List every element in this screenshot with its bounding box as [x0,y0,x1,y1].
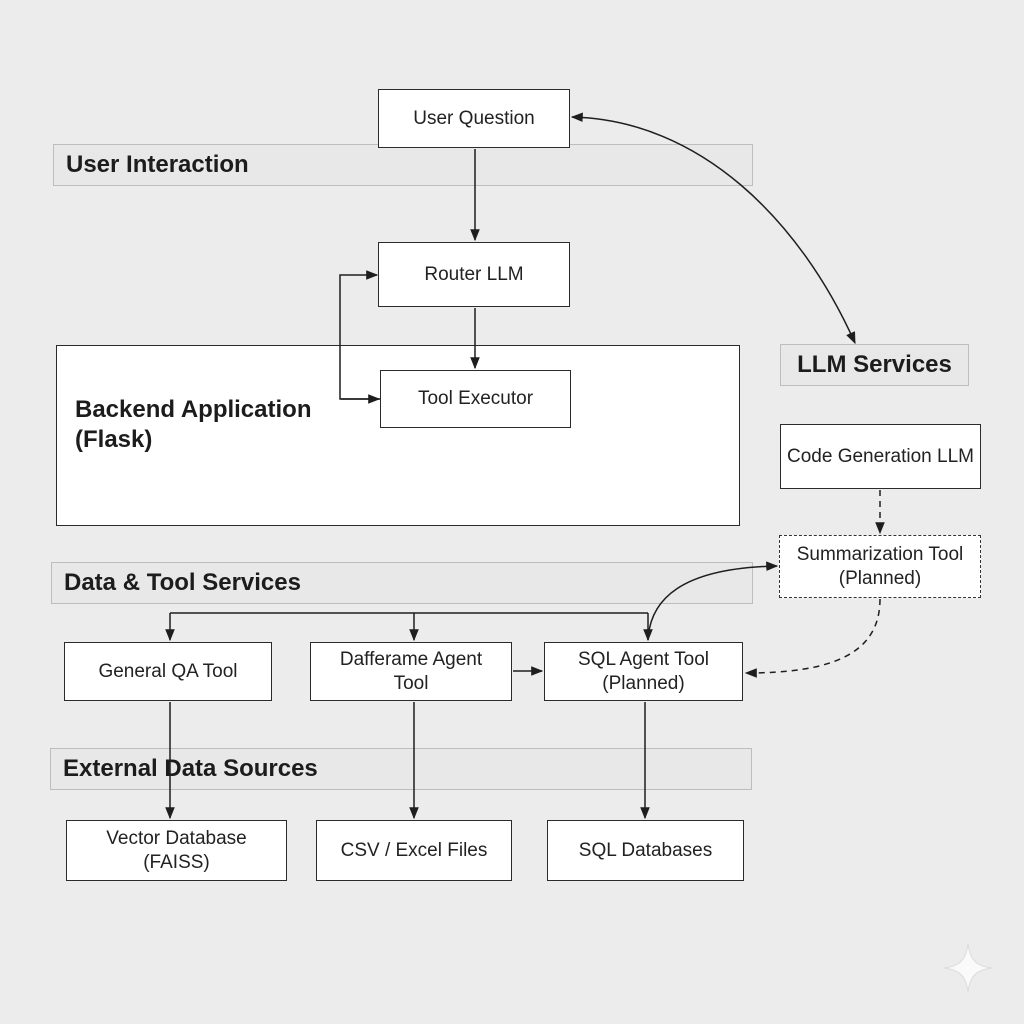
router-llm-label: Router LLM [424,263,524,285]
dataframe-agent-label-line2: Tool [393,672,429,694]
arrow-sql-agent-to-summarization [647,561,779,641]
vector-database-label: Vector Database (FAISS) [106,827,247,873]
backend-application-title: Backend Application (Flask) [75,395,311,455]
sql-databases-label: SQL Databases [578,839,713,861]
general-qa-tool-node[interactable]: General QA Tool [64,642,272,701]
layer-data-tool-services: Data & Tool Services [51,562,753,604]
sql-agent-label-line1: SQL Agent Tool [578,648,709,670]
sparkle-icon [943,943,993,993]
dataframe-agent-tool-node[interactable]: Dafferame Agent Tool [310,642,512,701]
layer-external-data-sources: External Data Sources [50,748,752,790]
arrow-summarization-to-sql-agent [744,598,881,678]
layer-llm-services: LLM Services [780,344,969,386]
layer-external-data-sources-label: External Data Sources [63,755,318,782]
csv-excel-files-node[interactable]: CSV / Excel Files [316,820,512,881]
summarization-tool-label-line2: (Planned) [838,567,922,589]
summarization-tool-label-line1: Summarization Tool [796,543,964,565]
code-generation-llm-node[interactable]: Code Generation LLM [780,424,981,489]
backend-title-line2: (Flask) [75,426,153,453]
arrow-user-question-llm-services [570,112,856,345]
layer-llm-services-label: LLM Services [797,351,952,378]
dataframe-agent-label-line1: Dafferame Agent [339,648,483,670]
arrow-executor-loop-to-router [339,270,380,400]
sql-agent-tool-node[interactable]: SQL Agent Tool (Planned) [544,642,743,701]
tool-executor-node[interactable]: Tool Executor [380,370,571,428]
layer-user-interaction-label: User Interaction [66,151,249,178]
vector-database-node[interactable]: Vector Database (FAISS) [66,820,287,881]
csv-excel-files-label: CSV / Excel Files [340,839,488,861]
sql-agent-label-line2: (Planned) [602,672,685,694]
router-llm-node[interactable]: Router LLM [378,242,570,307]
summarization-tool-node[interactable]: Summarization Tool (Planned) [779,535,981,598]
general-qa-tool-label: General QA Tool [98,660,238,682]
layer-data-tool-services-label: Data & Tool Services [64,569,301,596]
user-question-node[interactable]: User Question [378,89,570,148]
tool-executor-label: Tool Executor [417,388,534,409]
sql-databases-node[interactable]: SQL Databases [547,820,744,881]
code-generation-llm-label: Code Generation LLM [787,445,974,467]
backend-title-line1: Backend Application [75,396,312,423]
user-question-label: User Question [413,107,535,129]
